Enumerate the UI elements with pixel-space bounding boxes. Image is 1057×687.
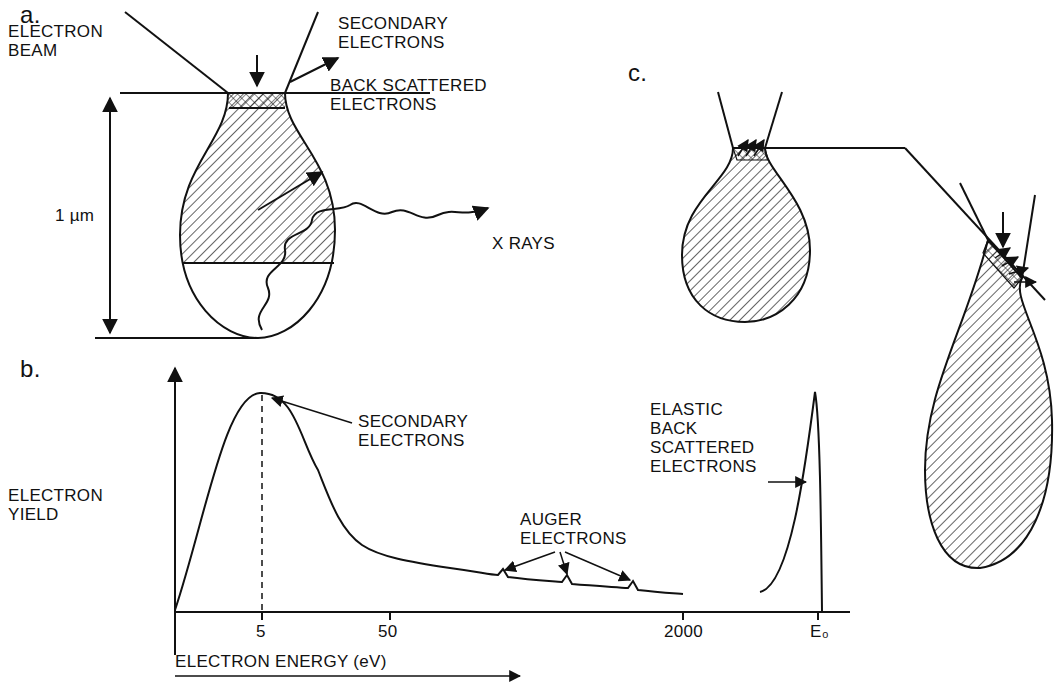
tick-label: 2000	[664, 622, 703, 641]
tick-label: 50	[378, 622, 398, 641]
beam-label: ELECTRON BEAM	[8, 22, 128, 60]
auger-label: AUGER ELECTRONS	[520, 510, 630, 548]
axis-label: ELECTRON YIELD	[8, 486, 108, 524]
elastic-label: ELASTIC BACK SCATTERED ELECTRONS	[650, 400, 775, 476]
panel-letter: b.	[20, 356, 41, 382]
secondary-label: SECONDARY ELECTRONS	[338, 14, 453, 52]
tick-label: E₀	[810, 622, 829, 641]
axis-label: ELECTRON ENERGY (eV)	[175, 652, 387, 671]
xray-label: X RAYS	[492, 234, 555, 253]
dimension-label: 1 µm	[55, 206, 105, 225]
panel-letter: c.	[628, 60, 647, 86]
tick-label: 5	[256, 622, 266, 641]
backscatter-label: BACK SCATTERED ELECTRONS	[330, 76, 490, 114]
secondary-label: SECONDARY ELECTRONS	[358, 412, 473, 450]
